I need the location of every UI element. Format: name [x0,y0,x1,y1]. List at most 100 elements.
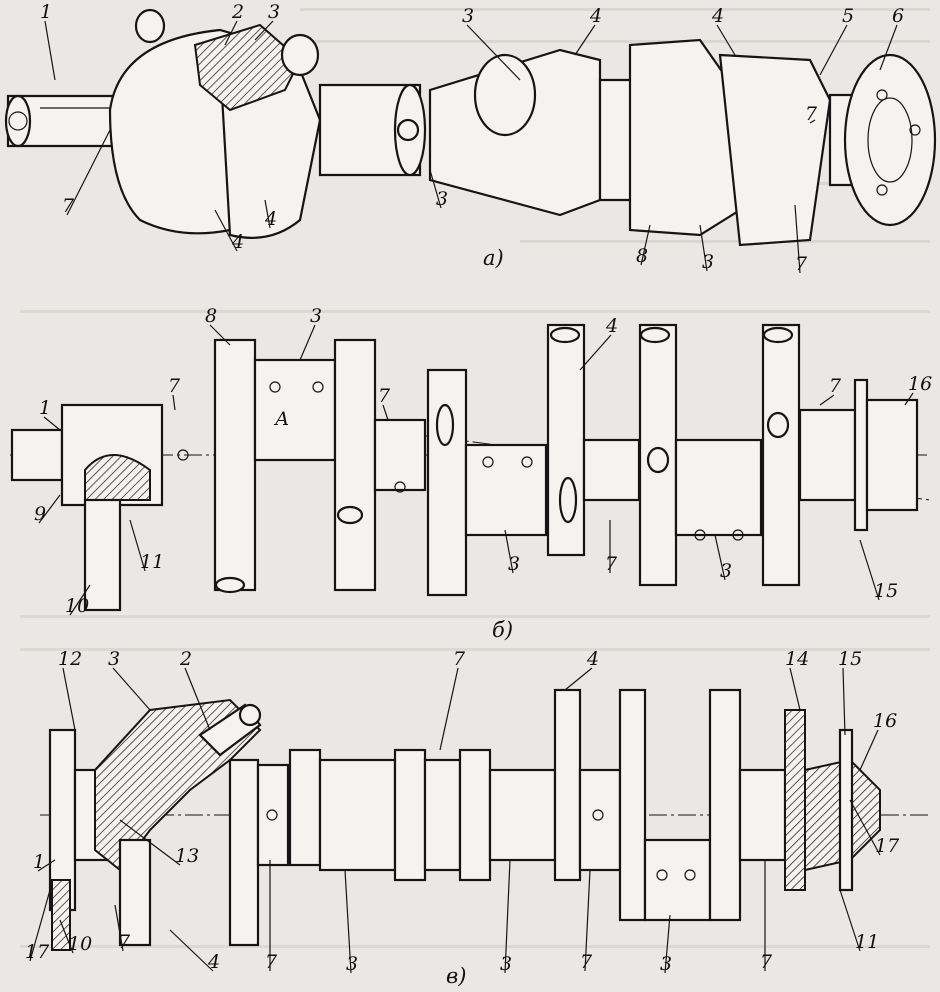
part-number-label: 8 [205,305,217,327]
leader-line [819,394,835,406]
part-number-label: 1 [40,1,52,23]
leader-line [564,667,593,691]
part-number-label: 11 [855,931,879,953]
leader-line [699,224,708,272]
part-number-label: 3 [108,648,120,670]
caption-b: б) [492,618,513,642]
leader-line [169,929,214,972]
leader-line [879,24,898,71]
part-number-label: 9 [34,503,46,525]
leader-line [344,869,352,974]
leader-line [429,169,442,209]
part-number-label: 7 [795,253,808,275]
part-number-label: 3 [268,1,280,23]
leader-line [819,24,848,76]
part-number-label: 2 [179,648,192,670]
part-number-label: 16 [908,373,932,395]
part-number-label: 3 [508,553,520,575]
leader-line [574,24,596,56]
part-number-label: 17 [25,941,50,963]
part-number-label: 4 [264,208,277,230]
part-number-label: 4 [586,648,599,670]
part-number-label: 3 [660,953,672,975]
leader-line [264,199,271,229]
leader-line [714,534,726,581]
part-number-label: 11 [140,551,164,573]
part-number-label: 17 [875,835,900,857]
caption-c: в) [446,964,466,988]
leader-line [664,914,671,974]
leader-line [69,584,91,616]
part-number-label: 4 [207,951,220,973]
part-number-label: 7 [62,195,75,217]
part-number-label: 4 [605,315,618,337]
leader-line [794,204,801,274]
part-number-label: 3 [702,251,714,273]
leader-line [209,324,231,346]
part-number-label: 7 [760,951,773,973]
part-number-label: 7 [605,553,618,575]
part-number-label: 15 [874,580,898,602]
leader-line [439,667,459,751]
leader-line [716,24,736,56]
leader-line [214,209,238,252]
leader-line [466,24,521,81]
leader-line [224,20,238,46]
part-number-label: 5 [842,5,854,27]
leader-line [904,392,914,406]
part-number-label: 7 [265,951,278,973]
leader-line [859,729,879,771]
leader-line [37,859,56,872]
leader-line [44,20,56,81]
panel-b-crankshaft-elevation [10,323,931,612]
part-number-label: 10 [68,933,92,955]
part-number-label: 3 [500,953,512,975]
caption-a: а) [483,246,504,270]
part-number-label: 7 [829,375,842,397]
leader-line [59,919,74,954]
part-number-label: 3 [436,188,448,210]
part-number-label: 4 [231,231,244,253]
part-number-label: 7 [805,103,818,125]
leader-line [839,889,861,952]
part-number-label: 2 [231,1,244,23]
leader-line [43,416,61,431]
part-number-label: 1 [39,397,51,419]
part-number-label: 7 [118,931,131,953]
dimension-a-label: А [273,408,289,430]
leader-line [584,869,591,972]
leader-line [254,20,274,41]
part-number-label: 10 [65,595,89,617]
leader-line [112,667,151,711]
part-number-label: 7 [168,375,181,397]
part-number-label: 13 [175,845,199,867]
leader-line [859,539,880,601]
leader-line [119,819,181,866]
part-number-label: 3 [346,953,358,975]
leader-line [849,799,881,856]
part-number-label: 14 [785,648,809,670]
leader-line [504,859,511,974]
leader-line [38,494,61,524]
part-number-label: 6 [892,5,904,27]
leader-line [184,667,211,731]
leader-line [842,667,846,736]
leader-line [29,889,51,962]
part-number-label: 16 [873,710,897,732]
leader-line [504,529,514,574]
part-number-label: 1 [33,851,45,873]
leader-line [789,667,801,711]
part-number-label: 3 [720,560,732,582]
part-number-label: 3 [310,305,322,327]
part-number-label: 4 [711,5,724,27]
leader-line [809,119,816,124]
leader-line [114,904,124,952]
leader-line [66,129,111,216]
leader-line [172,394,176,411]
part-number-label: 15 [838,648,862,670]
leader-line [129,519,146,572]
part-number-label: 12 [58,648,82,670]
panel-c-crankshaft-section [40,688,930,951]
leader-line [382,404,389,421]
